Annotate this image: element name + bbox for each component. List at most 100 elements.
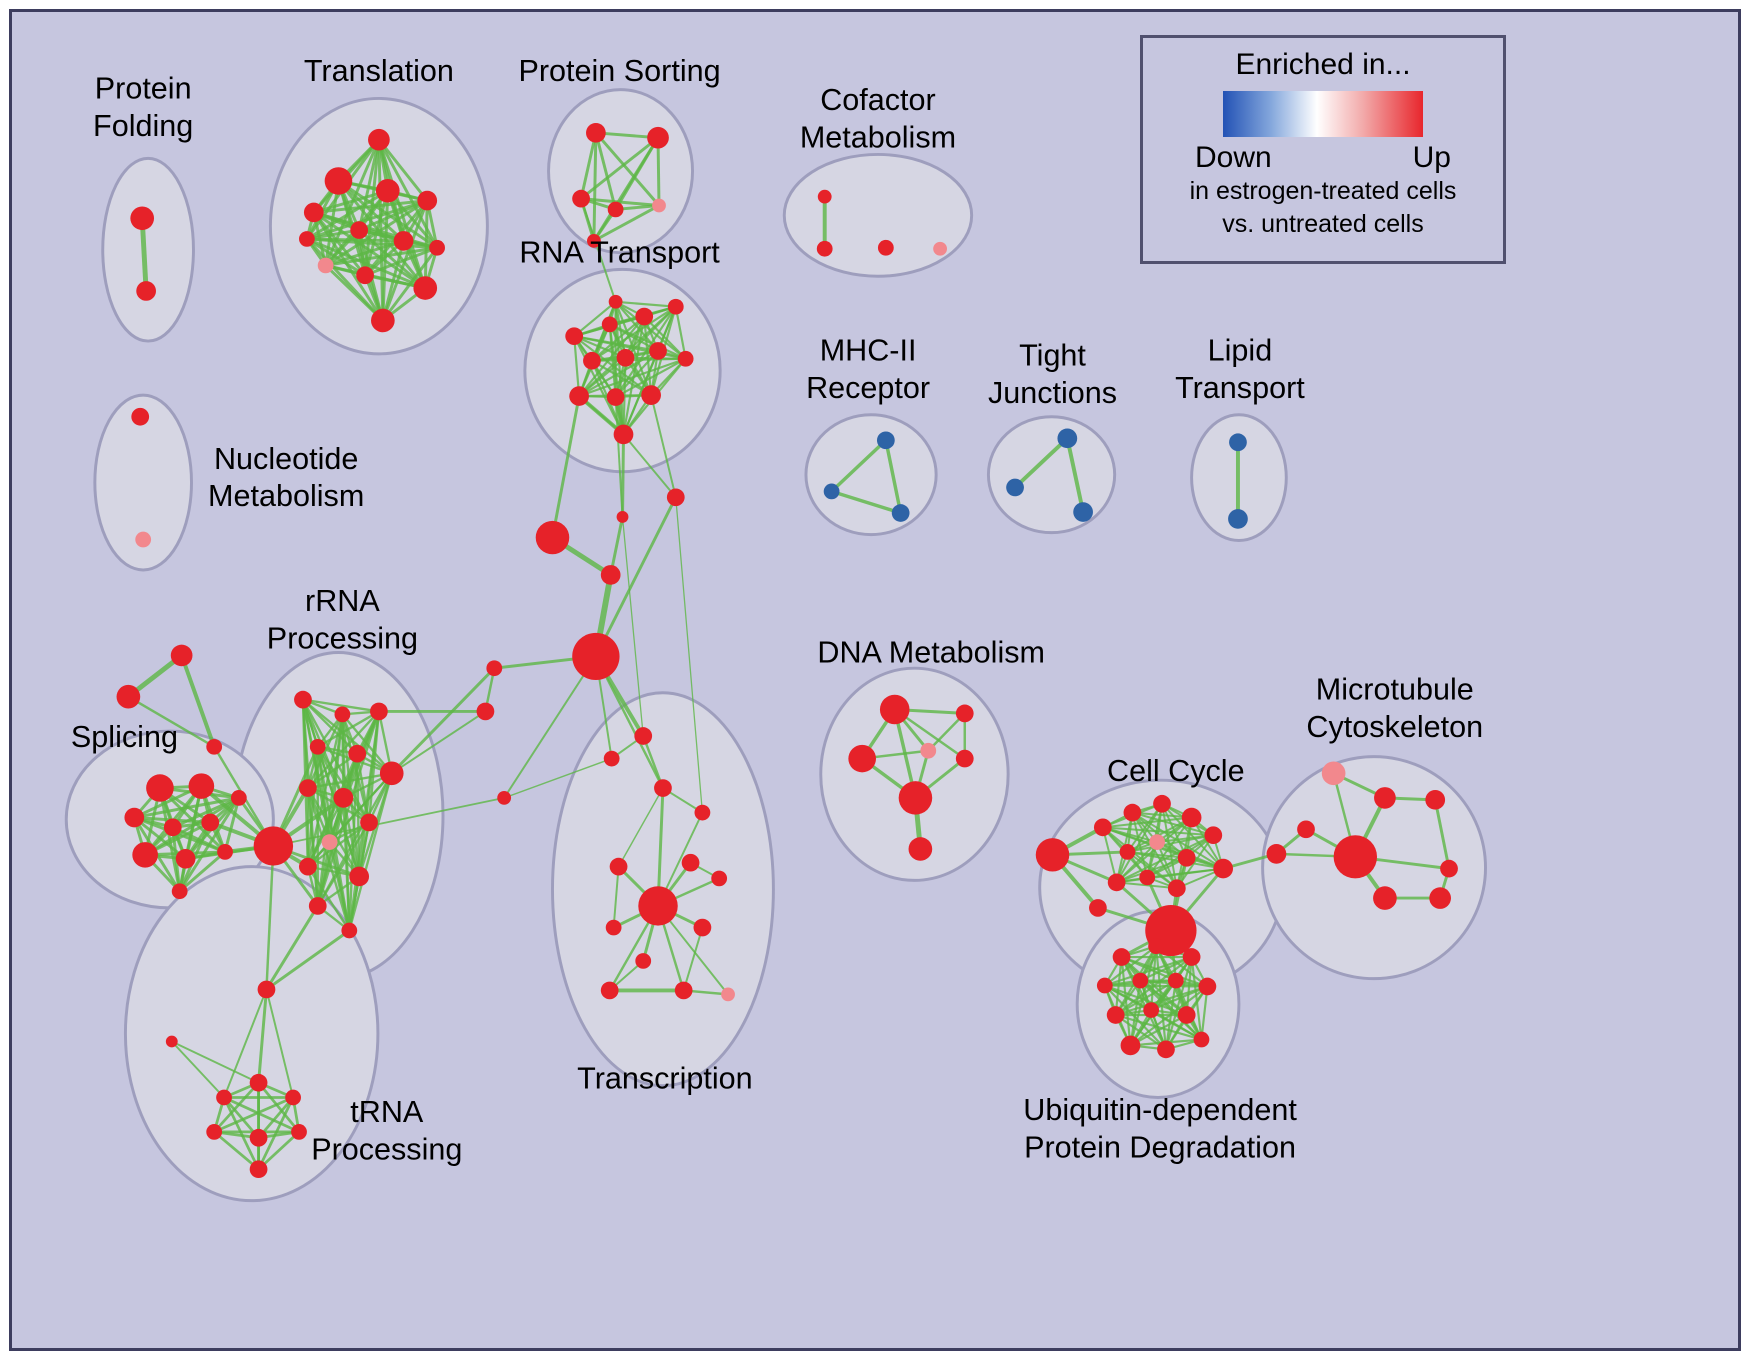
node-tri3 [206, 738, 223, 755]
cluster-ellipse-nucleotide-metabolism [93, 393, 193, 572]
edge-cn7-hub2 [273, 797, 505, 847]
edge-sp8-sp9 [178, 850, 227, 893]
edge-sp9-sp10 [178, 797, 241, 892]
node-sp1 [146, 774, 174, 802]
edge-tn8-tn9 [257, 1130, 300, 1171]
edge-tr10-tr13 [306, 237, 426, 290]
edge-ps1-ps5 [594, 131, 661, 207]
edge-mt5-mt6 [1433, 799, 1451, 869]
node-cn6 [476, 702, 495, 721]
node-cc5 [1181, 807, 1202, 828]
cluster-label-protein-sorting: Protein Sorting [518, 54, 720, 88]
node-sp4 [163, 818, 182, 837]
edge-tr4-tr13 [306, 189, 389, 241]
node-ub5 [1132, 972, 1149, 989]
node-tn5 [285, 1089, 301, 1106]
node-rt2 [565, 327, 584, 346]
edge-ps1-ps4 [594, 132, 618, 210]
edge-rt4-rt10 [578, 315, 646, 397]
edge-cn6-rr6 [391, 710, 486, 775]
node-mt1 [1321, 761, 1346, 786]
node-cc16 [1266, 844, 1287, 864]
node-nm1 [131, 407, 150, 426]
node-tn3 [249, 1073, 268, 1092]
node-sp2 [188, 773, 215, 799]
edge-cn7-tx2 [503, 757, 612, 799]
node-ub10 [1177, 1006, 1196, 1024]
edge-tn3-tn6 [213, 1081, 260, 1133]
edge-tn1-tn5 [265, 989, 295, 1098]
edge-cn3-tx1 [621, 516, 644, 737]
node-tr1 [368, 128, 390, 151]
edge-tj1-tj3 [1065, 437, 1086, 513]
edge-rr13-tn1 [265, 905, 320, 991]
node-lp2 [1228, 509, 1248, 529]
edge-ps3-rt1 [580, 198, 617, 303]
node-tr13 [299, 231, 315, 247]
node-dm3 [848, 744, 876, 773]
node-dm7 [908, 837, 933, 861]
node-rr5 [348, 744, 367, 763]
node-mt3 [1297, 820, 1315, 839]
node-cf4 [933, 241, 947, 256]
edge-rt4-rt6 [591, 315, 645, 362]
node-ub1 [1112, 948, 1131, 966]
node-cn4 [600, 565, 621, 585]
node-cn1 [666, 488, 685, 507]
edge-tri1-tri3 [179, 654, 217, 748]
node-rr2 [334, 706, 351, 723]
node-rt8 [649, 342, 667, 360]
edge-ps5-ps6 [593, 204, 660, 243]
edge-rt5-rt6 [591, 305, 677, 362]
edge-rt12-cn1 [650, 394, 677, 498]
node-tr6 [350, 221, 369, 239]
node-sp7 [175, 848, 196, 869]
node-tri1 [170, 644, 193, 667]
legend-down-label: Down [1195, 141, 1272, 174]
node-rr6 [379, 761, 404, 786]
node-cc1 [1035, 838, 1070, 872]
node-hub1 [572, 632, 620, 680]
node-sp9 [171, 883, 188, 900]
node-cc9 [1177, 848, 1196, 867]
node-rt7 [616, 348, 635, 367]
cluster-label-splicing: Splicing [71, 720, 178, 754]
edge-cc4-cc11 [1115, 803, 1163, 883]
edge-cc11-cc13 [1116, 881, 1177, 890]
node-mt2 [1374, 787, 1396, 809]
node-tj1 [1057, 428, 1078, 449]
node-rt12 [641, 385, 661, 405]
node-tj2 [1006, 478, 1024, 497]
node-tr11 [371, 308, 395, 333]
edge-tr9-tr13 [306, 237, 366, 277]
node-rr3 [370, 702, 388, 721]
node-rt11 [606, 388, 625, 406]
edge-rr3-rr13 [316, 711, 381, 907]
edge-mh1-mh2 [830, 439, 888, 493]
cluster-ellipse-mhc-ii-receptor [804, 413, 938, 537]
node-tx7 [681, 853, 700, 872]
edge-rr6-rr14 [348, 773, 393, 931]
legend-gradient-bar [1223, 91, 1423, 137]
edge-ub2-ub4 [1104, 945, 1157, 987]
node-cf1 [817, 189, 832, 204]
edge-ub4-ub10 [1104, 984, 1188, 1016]
node-tx8 [711, 870, 728, 887]
edge-tr11-tr13 [305, 237, 384, 322]
node-rt9 [677, 350, 694, 367]
legend-caption-line1: in estrogen-treated cells [1189, 177, 1457, 205]
edge-rr7-rr13 [306, 787, 319, 907]
node-tx3 [654, 779, 672, 797]
edge-tr3-tr5 [313, 199, 428, 214]
node-ub8 [1106, 1006, 1125, 1024]
edge-ub1-ub12 [1120, 956, 1167, 1050]
node-mt8 [1429, 887, 1451, 909]
edge-rr10-rr13 [316, 841, 331, 907]
node-rt3 [601, 316, 618, 333]
edge-tn1-tn3 [257, 989, 268, 1083]
edge-rt9-rt10 [578, 357, 686, 398]
